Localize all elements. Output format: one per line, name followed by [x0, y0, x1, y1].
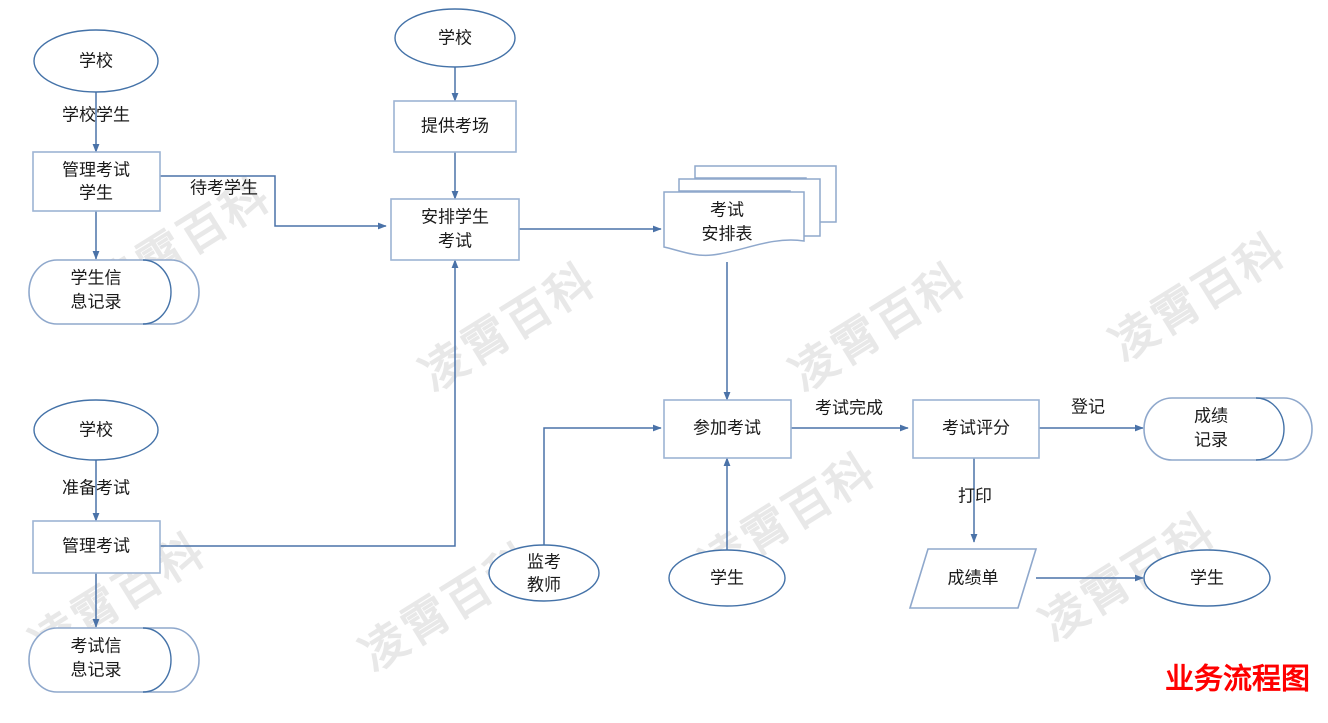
node-label-line1: 成绩 — [1194, 406, 1228, 425]
ellipse-shape — [33, 399, 159, 461]
node-exam-schedule-table[interactable]: 考试 安排表 — [663, 165, 837, 257]
ellipse-shape — [33, 29, 159, 93]
edge-label-layer: 学校学生 待考学生 准备考试 考试完成 登记 打印 — [62, 105, 1105, 505]
node-label-line1: 考试信 — [71, 636, 122, 655]
node-proctor-teacher[interactable]: 监考 教师 — [488, 544, 600, 602]
ellipse-shape — [668, 549, 786, 607]
node-school-top-left[interactable]: 学校 — [33, 29, 159, 93]
node-label: 学校 — [79, 51, 113, 70]
parallelogram-shape — [908, 548, 1038, 609]
node-label: 管理考试 — [62, 536, 130, 555]
node-label: 学生 — [710, 568, 744, 587]
node-take-exam[interactable]: 参加考试 — [663, 399, 792, 459]
node-label-line2: 安排表 — [702, 224, 753, 243]
data-store-inner-arc — [142, 259, 172, 325]
node-label: 学生 — [1190, 568, 1224, 587]
node-label: 考试评分 — [942, 418, 1010, 437]
node-school-top-mid[interactable]: 学校 — [394, 8, 516, 68]
connector-layer — [92, 67, 1144, 628]
node-manage-exam-students[interactable]: 管理考试 学生 — [32, 151, 161, 212]
node-label-line1: 安排学生 — [421, 207, 489, 226]
ellipse-shape — [1143, 549, 1271, 607]
diagram-title: 业务流程图 — [1165, 663, 1310, 696]
node-school-bottom-left[interactable]: 学校 — [33, 399, 159, 461]
edge-label-print: 打印 — [958, 486, 992, 505]
node-label: 学校 — [438, 28, 472, 47]
node-label-line1: 管理考试 — [62, 160, 130, 179]
node-label: 提供考场 — [421, 116, 489, 135]
data-store-shape — [28, 627, 200, 693]
data-store-shape — [28, 259, 200, 325]
edge-label-register: 登记 — [1071, 397, 1105, 416]
node-label: 学校 — [79, 420, 113, 439]
node-label-line2: 考试 — [438, 231, 472, 250]
node-arrange-student-exam[interactable]: 安排学生 考试 — [390, 198, 520, 261]
node-manage-exam[interactable]: 管理考试 — [32, 520, 161, 574]
edge-label-prepare-exam: 准备考试 — [62, 478, 130, 497]
edge-label-pending-students: 待考学生 — [190, 178, 258, 197]
edge-label-school-students: 学校学生 — [62, 105, 130, 124]
edge-proctor-to-take-exam — [543, 424, 662, 545]
watermark-layer: 凌霄百科 凌霄百科 凌霄百科 凌霄百科 凌霄百科 凌霄百科 凌霄百科 凌霄百科 — [21, 168, 1295, 681]
node-provide-exam-room[interactable]: 提供考场 — [393, 100, 517, 153]
ellipse-shape — [394, 8, 516, 68]
edge-manage-exam-to-arrange — [160, 259, 459, 547]
process-shape — [912, 399, 1040, 459]
node-label-line2: 息记录 — [71, 292, 122, 311]
node-student-right[interactable]: 学生 — [1143, 549, 1271, 607]
watermark-text: 凌霄百科 — [411, 253, 605, 401]
node-label-line1: 监考 — [527, 552, 561, 571]
node-label-line2: 息记录 — [71, 660, 122, 679]
node-score-record[interactable]: 成绩 记录 — [1143, 397, 1313, 461]
watermark-text: 凌霄百科 — [1101, 223, 1295, 371]
edge-pending-students — [160, 175, 387, 230]
process-shape — [663, 399, 792, 459]
watermark-text: 凌霄百科 — [781, 253, 975, 401]
node-label: 成绩单 — [948, 568, 999, 587]
data-store-inner-arc — [142, 627, 172, 693]
process-shape — [32, 520, 161, 574]
node-label-line2: 记录 — [1194, 430, 1228, 449]
data-store-inner-arc — [1255, 397, 1285, 461]
node-report-card[interactable]: 成绩单 — [908, 548, 1038, 609]
ellipse-shape — [488, 544, 600, 602]
process-shape — [32, 151, 161, 212]
node-exam-info-record[interactable]: 考试信 息记录 — [28, 627, 200, 693]
process-shape — [390, 198, 520, 261]
node-label: 参加考试 — [693, 418, 761, 437]
node-label-line2: 教师 — [527, 575, 561, 594]
process-shape — [393, 100, 517, 153]
node-exam-grading[interactable]: 考试评分 — [912, 399, 1040, 459]
node-label-line1: 考试 — [710, 200, 744, 219]
node-student-mid[interactable]: 学生 — [668, 549, 786, 607]
data-store-shape — [1143, 397, 1313, 461]
edge-label-exam-complete: 考试完成 — [815, 398, 883, 417]
node-label-line2: 学生 — [79, 183, 113, 202]
document-front-shape — [663, 191, 805, 257]
node-student-info-record[interactable]: 学生信 息记录 — [28, 259, 200, 325]
node-label-line1: 学生信 — [71, 268, 122, 287]
